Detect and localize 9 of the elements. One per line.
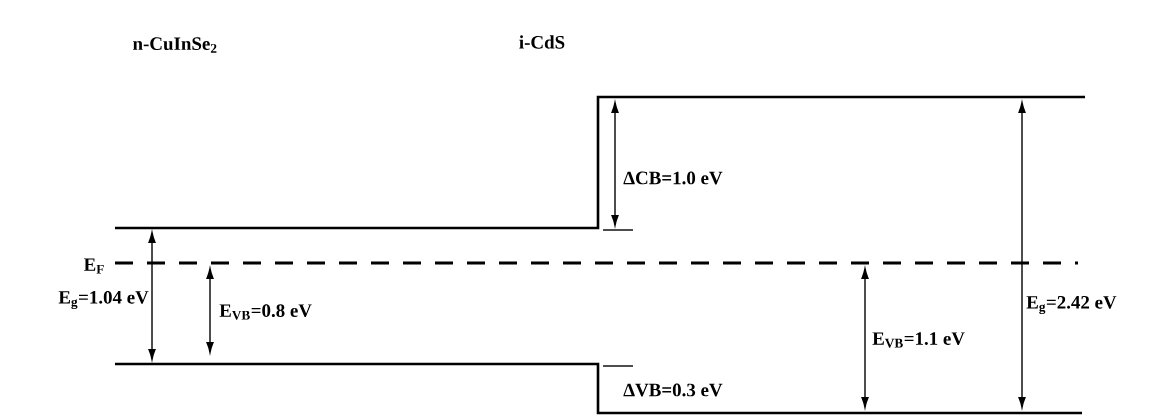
energy-label: E$_{g}$=1.04 eV [58,290,149,310]
fermi-level-label: E$_{F}$ [83,258,104,274]
energy-label: E$_{VB}$=0.8 eV [219,304,312,320]
energy-label: E$_{g}$=2.42 eV [1026,296,1117,314]
material-label: i-CdS [519,35,565,49]
energy-label: ΔCB=1.0 eV [623,171,723,185]
energy-label: ΔVB=0.3 eV [623,383,723,397]
material-label: n-CuInSe$_{2}$ [133,37,217,53]
energy-label: E$_{VB}$=1.1 eV [872,332,965,348]
